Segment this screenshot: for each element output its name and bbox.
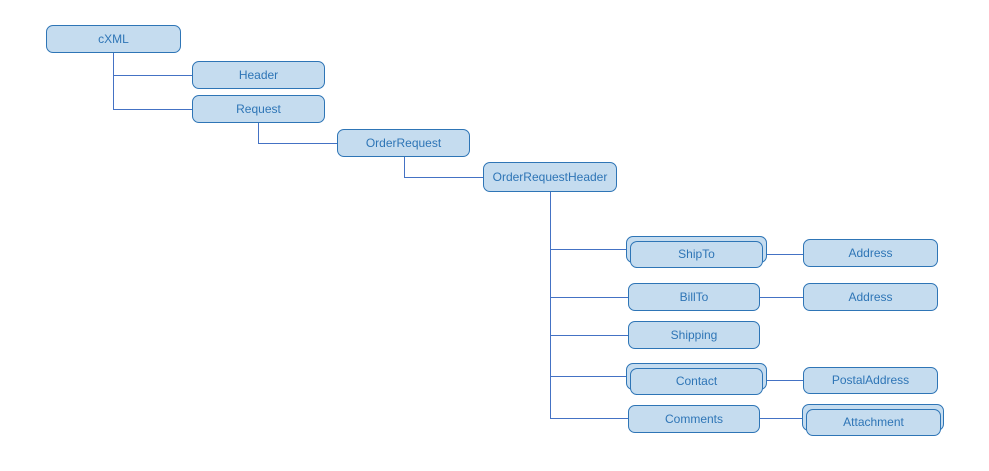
connector-to-comments [550, 418, 628, 419]
connector-to-request [113, 109, 192, 110]
node-contact-label: Contact [675, 374, 718, 388]
connector-to-shipping [550, 335, 628, 336]
node-orderrequest: OrderRequest [337, 129, 470, 157]
node-billto-address-label: Address [848, 289, 893, 304]
node-shipping-label: Shipping [670, 327, 718, 342]
node-shipto-address: Address [803, 239, 938, 267]
connector-orh-trunk [550, 192, 551, 419]
connector-to-shipto [550, 249, 626, 250]
connector-request-drop [258, 123, 259, 144]
connector-to-billto [550, 297, 628, 298]
node-orderrequestheader: OrderRequestHeader [483, 162, 617, 192]
node-billto: BillTo [628, 283, 760, 311]
connector-contact-postaladdress [763, 380, 803, 381]
node-attachment: Attachment [806, 409, 941, 436]
node-orderrequestheader-label: OrderRequestHeader [492, 169, 608, 184]
node-postaladdress-label: PostalAddress [831, 373, 910, 387]
node-orderrequest-label: OrderRequest [365, 135, 442, 150]
node-shipto-label: ShipTo [678, 247, 715, 261]
node-shipto-address-label: Address [848, 245, 893, 260]
connector-billto-address [760, 297, 803, 298]
connector-to-orderrequest [258, 143, 338, 144]
connector-to-contact [550, 376, 626, 377]
connector-shipto-address [767, 254, 803, 255]
node-header: Header [192, 61, 325, 89]
node-attachment-label: Attachment [843, 415, 904, 429]
node-billto-address: Address [803, 283, 938, 311]
connector-cxml-trunk [113, 53, 114, 110]
node-shipto: ShipTo [630, 241, 763, 268]
connector-to-orderrequestheader [404, 177, 483, 178]
connector-orderrequest-drop [404, 157, 405, 178]
node-billto-label: BillTo [679, 289, 709, 304]
node-comments: Comments [628, 405, 760, 433]
node-shipping: Shipping [628, 321, 760, 349]
node-request-label: Request [236, 101, 281, 116]
node-header-label: Header [238, 67, 279, 82]
node-cxml-label: cXML [98, 31, 129, 46]
connector-comments-attachment [760, 418, 802, 419]
node-cxml: cXML [46, 25, 181, 53]
node-postaladdress: PostalAddress [803, 367, 938, 394]
node-comments-label: Comments [664, 411, 723, 426]
node-contact: Contact [630, 368, 763, 395]
connector-to-header [113, 75, 192, 76]
node-request: Request [192, 95, 325, 123]
